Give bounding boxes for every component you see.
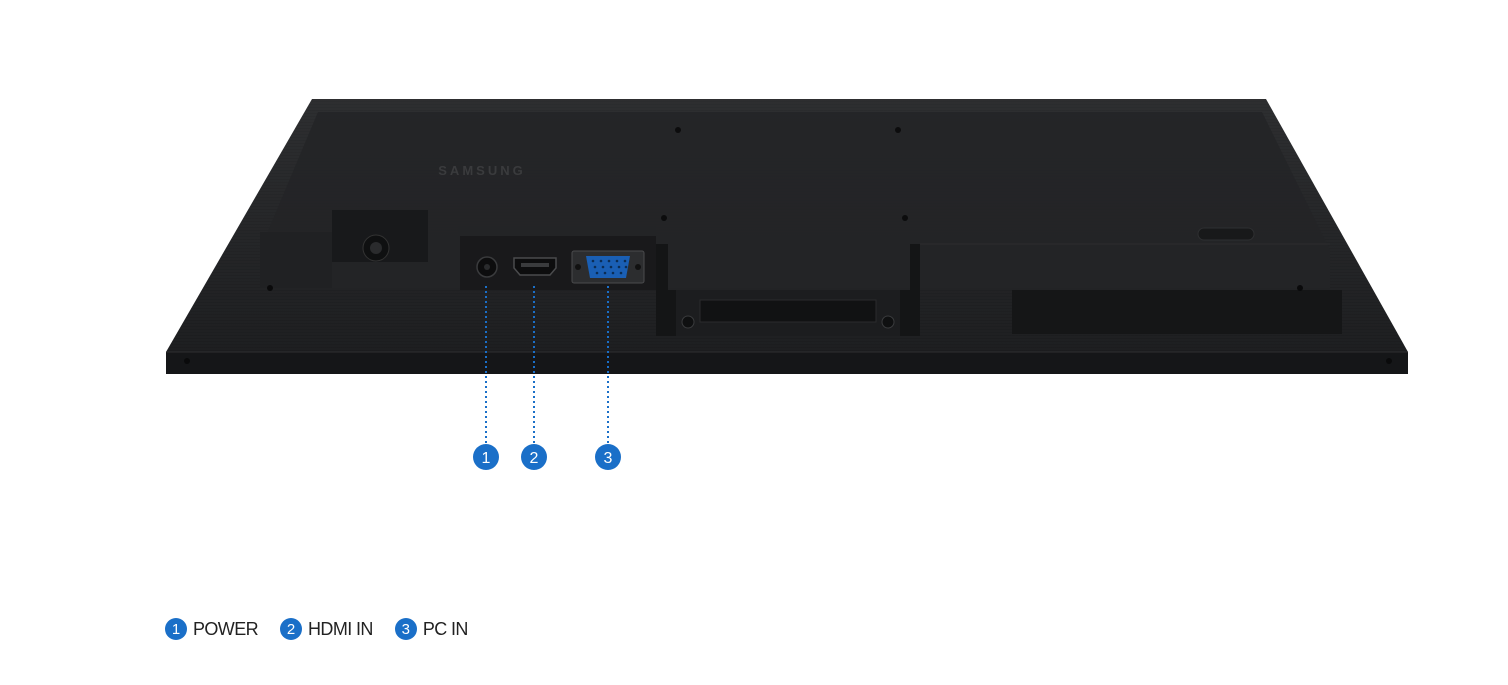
callout-badge-1: 1 bbox=[473, 444, 499, 470]
rear-panel-right bbox=[920, 227, 1342, 334]
vesa-holes bbox=[661, 127, 908, 221]
callout-badge-2: 2 bbox=[521, 444, 547, 470]
hdmi-port-icon bbox=[513, 257, 557, 276]
legend-label-pc-in: PC IN bbox=[422, 618, 469, 639]
port-bay bbox=[458, 226, 656, 290]
brand-logo-text: SAMSUNG bbox=[438, 163, 525, 178]
samsung-logo: SAMSUNG bbox=[438, 163, 525, 178]
legend-label-hdmi: HDMI IN bbox=[308, 618, 373, 639]
legend-label-power: POWER bbox=[193, 618, 259, 639]
callout-badge-3: 3 bbox=[595, 444, 621, 470]
svg-text:1: 1 bbox=[482, 450, 491, 467]
vga-port-icon bbox=[571, 250, 645, 284]
legend-number-2: 2 bbox=[280, 618, 303, 640]
power-jack-icon bbox=[476, 256, 498, 278]
svg-text:3: 3 bbox=[604, 450, 613, 467]
legend-number-3: 3 bbox=[394, 618, 417, 640]
corner-screws bbox=[184, 285, 1392, 364]
legend-item-hdmi: 2 HDMI IN bbox=[280, 618, 373, 640]
control-stick-recess bbox=[260, 210, 428, 288]
callout-lines bbox=[485, 286, 609, 444]
svg-text:2: 2 bbox=[530, 450, 539, 467]
stand-mount-recess bbox=[656, 244, 920, 336]
port-legend: 1 POWER 2 HDMI IN 3 PC IN bbox=[165, 617, 468, 641]
legend-number-1: 1 bbox=[165, 618, 187, 640]
legend-item-power: 1 POWER bbox=[165, 618, 259, 640]
legend-item-pc-in: 3 PC IN bbox=[394, 618, 469, 640]
